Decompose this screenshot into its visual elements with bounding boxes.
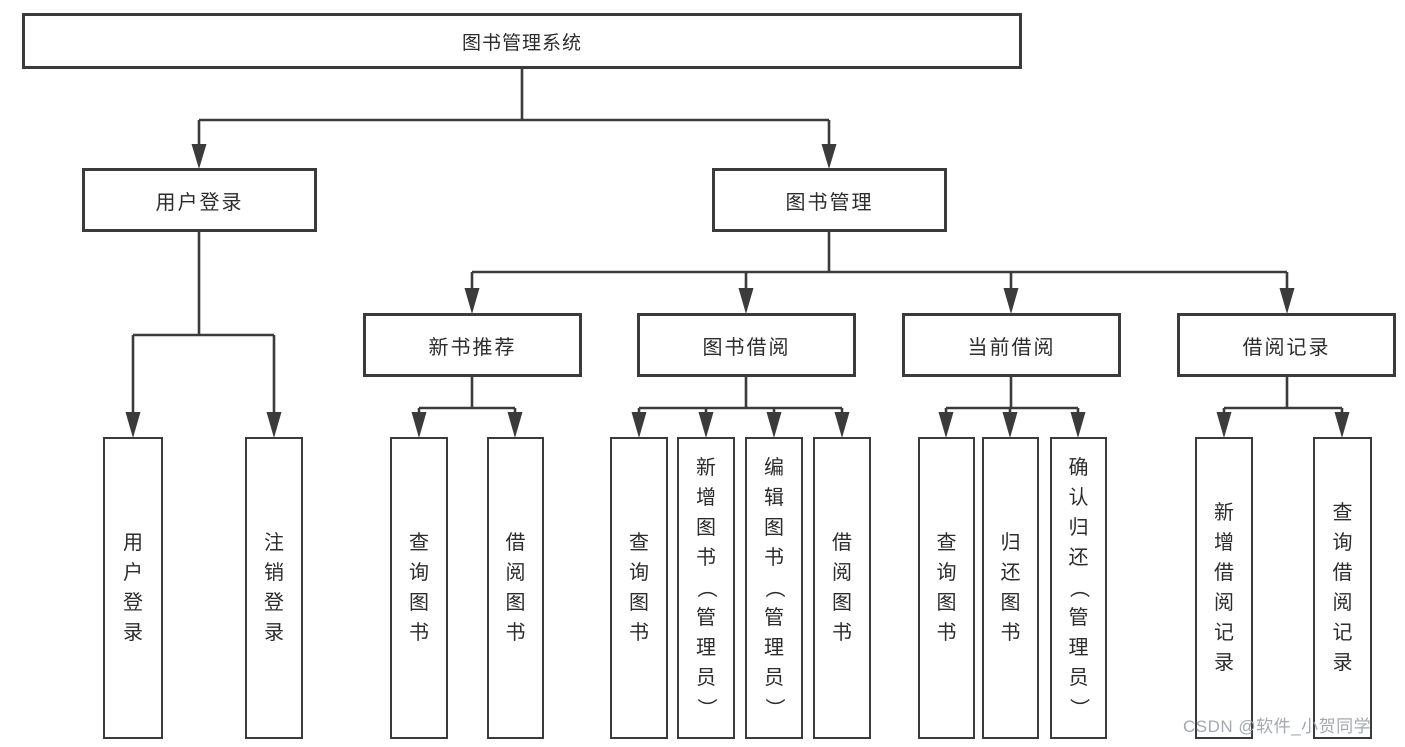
node-leaf-query-record: 查询借阅记录 <box>1313 437 1372 739</box>
connector-borrow-records-group <box>1216 377 1350 438</box>
node-leaf-borrow-books-2: 借阅图书 <box>813 437 871 739</box>
node-leaf-query-books-3: 查询图书 <box>918 437 975 739</box>
connector-new-book-rec-group <box>411 377 523 438</box>
node-book-mgmt: 图书管理 <box>712 168 947 232</box>
node-leaf-user-login: 用户登录 <box>103 437 163 739</box>
node-leaf-logout: 注销登录 <box>245 437 303 739</box>
watermark: CSDN @软件_小贺同学 <box>1183 717 1372 736</box>
node-leaf-edit-book: 编辑图书（管理员） <box>745 437 803 739</box>
connector-root-to-level2 <box>191 68 837 169</box>
node-leaf-return-book: 归还图书 <box>982 437 1039 739</box>
connector-book-mgmt-group <box>464 232 1295 314</box>
connector-book-borrow-group <box>631 377 850 438</box>
node-leaf-confirm-return: 确认归还（管理员） <box>1050 437 1107 739</box>
node-root-title: 图书管理系统 <box>22 13 1022 69</box>
node-leaf-add-record: 新增借阅记录 <box>1195 437 1253 739</box>
node-new-book-rec: 新书推荐 <box>363 313 582 377</box>
node-leaf-query-books-1: 查询图书 <box>390 437 448 739</box>
node-leaf-add-book: 新增图书（管理员） <box>677 437 735 739</box>
node-borrow-records: 借阅记录 <box>1177 313 1396 377</box>
connector-current-borrow-group <box>938 377 1086 438</box>
node-leaf-borrow-books-1: 借阅图书 <box>487 437 544 739</box>
node-leaf-query-books-2: 查询图书 <box>610 437 668 739</box>
node-book-borrow: 图书借阅 <box>637 313 856 377</box>
connector-user-login-group <box>125 232 282 438</box>
node-current-borrow: 当前借阅 <box>902 313 1121 377</box>
node-user-login: 用户登录 <box>82 168 317 232</box>
